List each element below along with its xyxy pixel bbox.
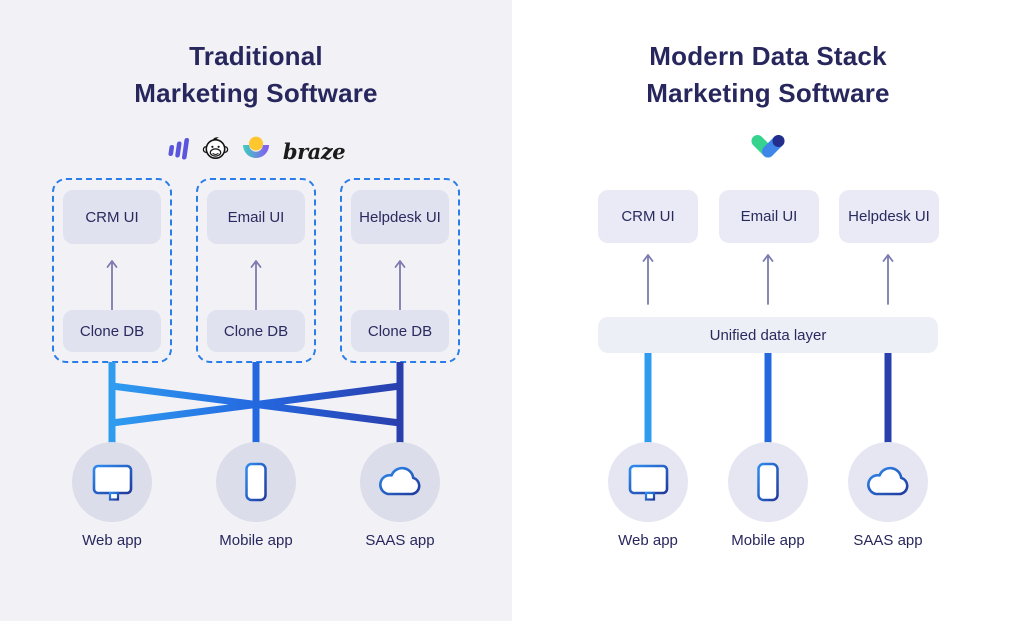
saas-app-circle	[848, 442, 928, 522]
modern-title-line2: Marketing Software	[646, 78, 890, 108]
traditional-panel: Traditional Marketing Software	[0, 0, 512, 621]
monitor-icon	[628, 464, 669, 501]
email-ui-box: Email UI	[719, 190, 819, 243]
up-arrow-icon	[762, 254, 774, 305]
traditional-title: Traditional Marketing Software	[0, 38, 512, 112]
mobile-app-label: Mobile app	[731, 532, 805, 549]
cloud-icon	[867, 466, 909, 496]
modern-stack-panel: Modern Data Stack Marketing Software CRM…	[512, 0, 1024, 621]
modern-title: Modern Data Stack Marketing Software	[512, 38, 1024, 112]
phone-icon	[245, 462, 267, 502]
helpdesk-stack-group: Helpdesk UI Clone DB	[340, 178, 460, 363]
modern-logo-row	[512, 134, 1024, 168]
mobile-app-circle	[216, 442, 296, 522]
monitor-icon	[92, 464, 133, 501]
email-ui-box: Email UI	[207, 190, 305, 244]
up-arrow-icon	[882, 254, 894, 305]
crm-ui-box: CRM UI	[63, 190, 161, 244]
email-clone-db-box: Clone DB	[207, 310, 305, 352]
helpdesk-ui-box: Helpdesk UI	[839, 190, 939, 243]
web-app-circle	[72, 442, 152, 522]
web-app-label: Web app	[82, 532, 142, 549]
mobile-app-label: Mobile app	[219, 532, 293, 549]
saas-app-label: SAAS app	[853, 532, 923, 549]
unified-data-layer-box: Unified data layer	[598, 317, 938, 353]
crm-clone-db-box: Clone DB	[63, 310, 161, 352]
saas-app-circle	[360, 442, 440, 522]
email-stack-group: Email UI Clone DB	[196, 178, 316, 363]
saas-app-label: SAAS app	[365, 532, 435, 549]
traditional-title-line1: Traditional	[189, 41, 323, 71]
up-arrow-icon	[394, 260, 406, 311]
crm-ui-box: CRM UI	[598, 190, 698, 243]
sun-over-arc-logo-icon	[240, 135, 272, 167]
green-blue-heart-logo-icon	[748, 132, 788, 171]
vendor-logos-row: braze	[0, 134, 512, 168]
helpdesk-ui-box: Helpdesk UI	[351, 190, 449, 244]
cloud-icon	[379, 466, 421, 496]
up-arrow-icon	[642, 254, 654, 305]
up-arrow-icon	[250, 260, 262, 311]
phone-icon	[757, 462, 779, 502]
braze-wordmark: braze	[282, 138, 346, 164]
mailchimp-monkey-logo-icon	[202, 135, 229, 167]
web-app-label: Web app	[618, 532, 678, 549]
web-app-circle	[608, 442, 688, 522]
helpdesk-clone-db-box: Clone DB	[351, 310, 449, 352]
modern-title-line1: Modern Data Stack	[649, 41, 887, 71]
crm-stack-group: CRM UI Clone DB	[52, 178, 172, 363]
mobile-app-circle	[728, 442, 808, 522]
traditional-title-line2: Marketing Software	[134, 78, 378, 108]
purple-bars-logo-icon	[167, 136, 191, 167]
up-arrow-icon	[106, 260, 118, 311]
